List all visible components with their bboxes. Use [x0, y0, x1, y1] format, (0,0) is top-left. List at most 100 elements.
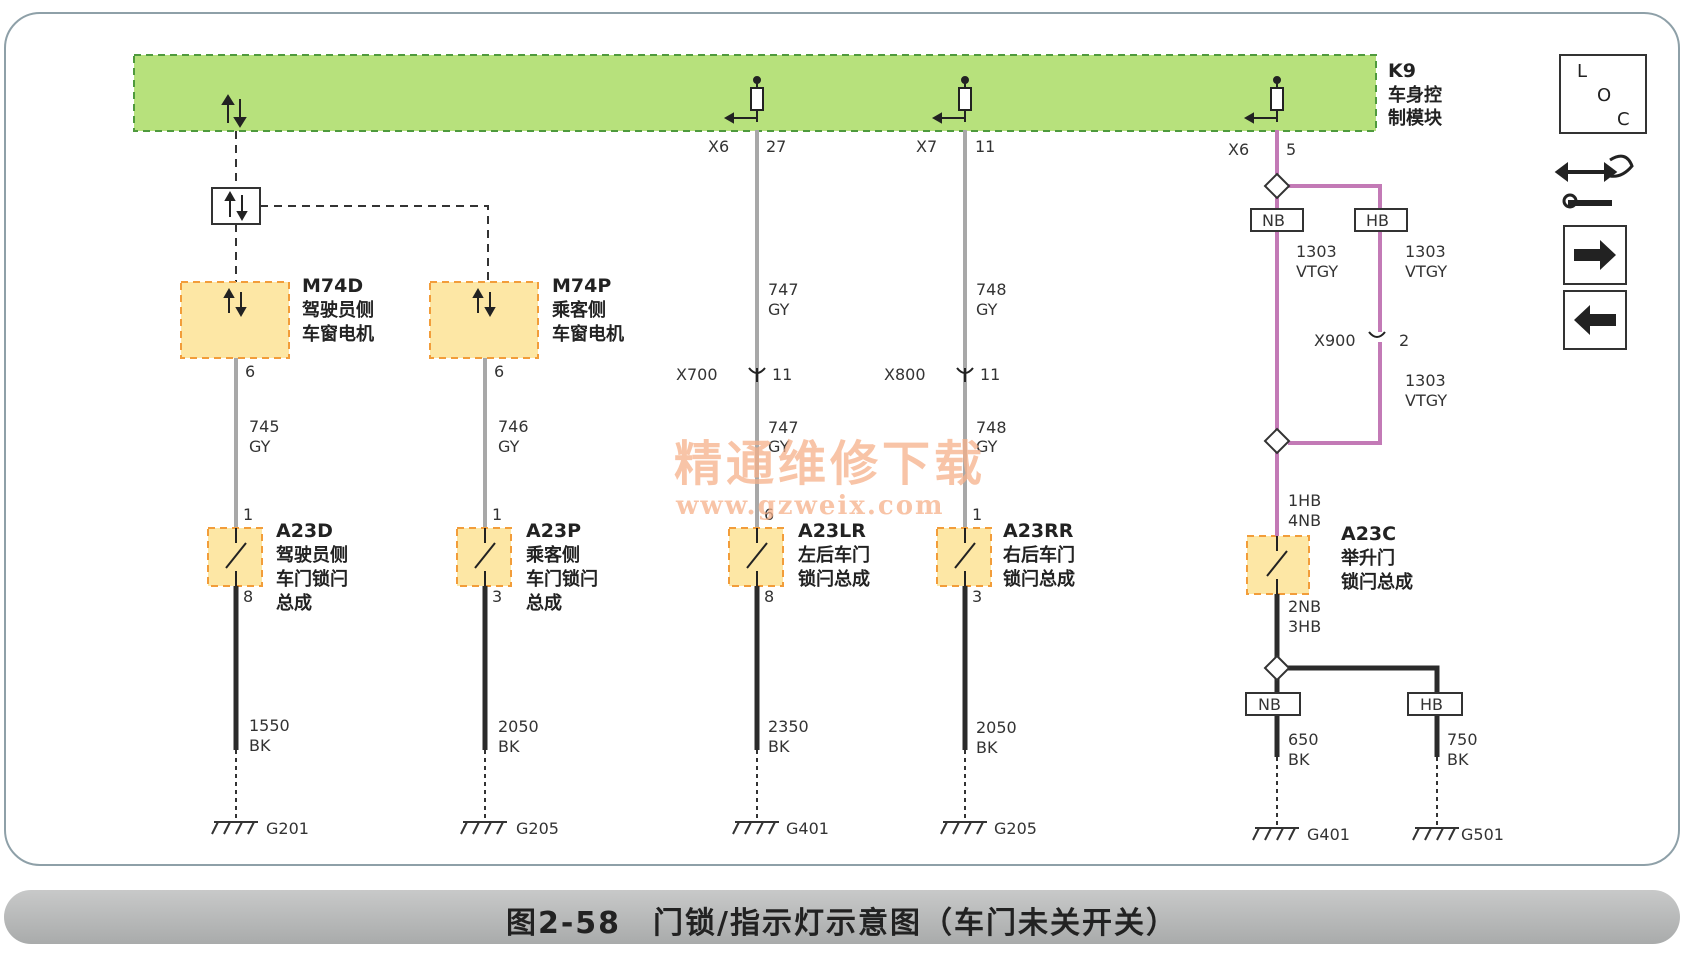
ground-g205b: G205 [994, 819, 1037, 838]
k9-comm-arrows-icon [221, 94, 247, 128]
m74p-pin: 6 [494, 362, 504, 381]
a23d-desc1: 驾驶员侧 [276, 544, 348, 566]
motor-m74p [429, 281, 539, 359]
w748b-color: GY [976, 437, 998, 456]
diagram-frame [4, 12, 1680, 866]
svg-text:BK: BK [768, 737, 790, 756]
svg-text:BK: BK [1288, 750, 1310, 769]
k9-desc2: 制模块 [1388, 107, 1443, 129]
w747a: 747 [768, 280, 799, 299]
a23rr-pin-bot: 3 [972, 587, 982, 606]
m74d-desc2: 车窗电机 [302, 323, 374, 345]
lock-switches [207, 527, 1310, 595]
w747a-color: GY [768, 300, 790, 319]
a23lr-desc1: 左后车门 [798, 544, 870, 566]
caption-bar: 图2-58 门锁/指示灯示意图（车门未关开关） [4, 890, 1680, 944]
a23rr-desc1: 右后车门 [1003, 544, 1075, 566]
m74d-pin: 6 [245, 362, 255, 381]
a23lr-name: A23LR [798, 520, 866, 542]
x6a-pin: 27 [766, 137, 786, 156]
a23d-name: A23D [276, 520, 333, 542]
a23c-pin-bot1: 2NB [1288, 597, 1321, 616]
x6b-pin: 5 [1286, 140, 1296, 159]
svg-text:BK: BK [1447, 750, 1469, 769]
arrow-right-icon [1563, 225, 1627, 285]
a23p-desc2: 车门锁闩 [526, 568, 598, 590]
x700-label: X700 [676, 365, 718, 384]
w747b: 747 [768, 418, 799, 437]
figure-caption: 图2-58 门锁/指示灯示意图（车门未关开关） [505, 906, 1179, 941]
svg-text:2350: 2350 [768, 717, 809, 736]
svg-text:BK: BK [976, 738, 998, 757]
ground-g501: G501 [1461, 825, 1504, 844]
x900-pin: 2 [1399, 331, 1409, 350]
k9-pin-symbols [723, 76, 1284, 124]
k9-desc1: 车身控 [1388, 84, 1442, 106]
a23lr-pin-top: 6 [764, 505, 774, 524]
ground-g401a: G401 [786, 819, 829, 838]
lock-wrench-icon [1554, 154, 1634, 209]
ground-symbols [211, 750, 1459, 841]
a23p-pin-bot: 3 [492, 587, 502, 606]
a23rr-name: A23RR [1003, 520, 1074, 542]
x7-pin: 11 [975, 137, 995, 156]
x7-label: X7 [916, 137, 937, 156]
vtgy-wires [1275, 130, 1382, 536]
w1303-hb: 1303 [1405, 242, 1446, 261]
w745: 745 [249, 417, 280, 436]
a23p-name: A23P [526, 520, 581, 542]
bk-wire-labels: 1550 BK 2050 BK 2350 BK 2050 BK 650 BK 7… [249, 716, 1478, 769]
svg-text:BK: BK [498, 737, 520, 756]
a23c-pin-top2: 4NB [1288, 511, 1321, 530]
m74p-desc2: 车窗电机 [552, 323, 624, 345]
a23d-pin-top: 1 [243, 505, 253, 524]
k9-name: K9 [1388, 60, 1416, 82]
motor-m74d [180, 281, 290, 359]
m74d-name: M74D [302, 275, 363, 297]
w1303-lower-color: VTGY [1405, 391, 1447, 410]
a23rr-pin-top: 1 [972, 505, 982, 524]
svg-text:BK: BK [249, 736, 271, 755]
tag-hb-bot: HB [1420, 695, 1443, 714]
ground-g401b: G401 [1307, 825, 1350, 844]
a23p-pin-top: 1 [492, 505, 502, 524]
svg-text:2050: 2050 [976, 718, 1017, 737]
m74p-desc1: 乘客侧 [551, 299, 606, 321]
x6a-label: X6 [708, 137, 729, 156]
w1303-hb-color: VTGY [1405, 262, 1447, 281]
w747b-color: GY [768, 437, 790, 456]
w1303-lower: 1303 [1405, 371, 1446, 390]
a23d-pin-bot: 8 [243, 587, 253, 606]
a23c-pin-top1: 1HB [1288, 491, 1321, 510]
w748b: 748 [976, 418, 1007, 437]
tag-nb-bot: NB [1258, 695, 1281, 714]
a23d-desc3: 总成 [276, 592, 312, 614]
inline-connector-symbols [748, 331, 1386, 382]
m74d-desc1: 驾驶员侧 [302, 299, 374, 321]
x800-pin: 11 [980, 365, 1000, 384]
a23p-desc1: 乘客侧 [525, 544, 580, 566]
svg-text:1550: 1550 [249, 716, 290, 735]
w746-color: GY [498, 437, 520, 456]
svg-text:2050: 2050 [498, 717, 539, 736]
arrow-left-icon [1563, 290, 1627, 350]
a23rr-desc2: 锁闩总成 [1003, 568, 1075, 590]
m74p-name: M74P [552, 275, 611, 297]
tag-hb-top: HB [1366, 211, 1389, 230]
lin-bus-lines [235, 131, 489, 282]
splice-arrows-icon [224, 190, 248, 222]
nb-hb-tags [1245, 208, 1463, 716]
bk-wires [233, 586, 1440, 757]
watermark-url: www.gzweix.com [675, 491, 945, 521]
svg-text:C: C [1617, 109, 1630, 130]
a23d-desc2: 车门锁闩 [276, 568, 348, 590]
w745-color: GY [249, 437, 271, 456]
watermark-text: 精通维修下载 [674, 436, 986, 492]
loc-icon: L O C [1559, 54, 1647, 134]
x800-label: X800 [884, 365, 926, 384]
x900-label: X900 [1314, 331, 1356, 350]
a23lr-desc2: 锁闩总成 [798, 568, 870, 590]
a23c-desc2: 锁闩总成 [1341, 571, 1413, 593]
